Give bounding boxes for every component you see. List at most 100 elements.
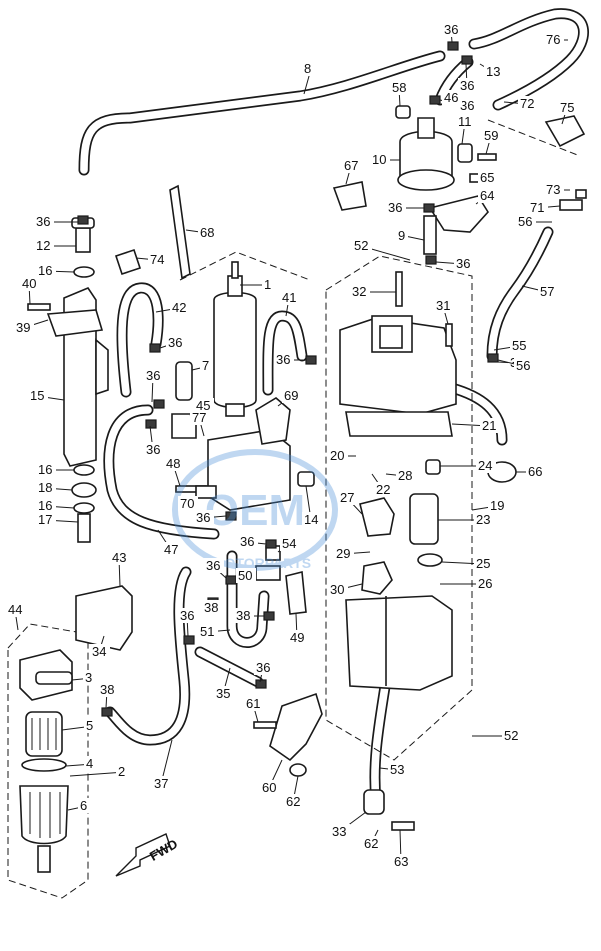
callout-bg-p36l [238, 534, 258, 549]
callout-bg-p43 [110, 550, 130, 565]
callout-bg-p23 [474, 512, 494, 527]
callout-bg-p10 [370, 152, 390, 167]
part-callout-p22: 22 [376, 482, 390, 497]
callout-bg-p19 [488, 498, 508, 513]
part-callout-p54: 54 [282, 536, 296, 551]
callout-bg-p77 [190, 410, 210, 425]
part-callout-p65: 65 [480, 170, 494, 185]
callout-bg-p34 [90, 644, 110, 659]
part-callout-p37: 37 [154, 776, 168, 791]
part-callout-p70: 70 [180, 496, 194, 511]
callout-bg-p58 [390, 80, 410, 95]
part-callout-p27: 27 [340, 490, 354, 505]
part-callout-p36d: 36 [460, 98, 474, 113]
callout-bg-p21 [480, 418, 500, 433]
callout-bg-p76 [544, 32, 564, 47]
part-callout-p15: 15 [30, 388, 44, 403]
part-callout-p40: 40 [22, 276, 36, 291]
callout-bg-p66 [526, 464, 546, 479]
callout-bg-p32 [350, 284, 370, 299]
part-callout-p74: 74 [150, 252, 164, 267]
part-callout-p36i: 36 [146, 442, 160, 457]
part-callout-p14: 14 [304, 512, 318, 527]
part-callout-p33: 33 [332, 824, 346, 839]
part-callout-p34: 34 [92, 644, 106, 659]
part-callout-p71: 71 [530, 200, 544, 215]
part-callout-p43: 43 [112, 550, 126, 565]
part-callout-p19: 19 [490, 498, 504, 513]
part-callout-p62a: 62 [286, 794, 300, 809]
callout-bg-p25 [474, 556, 494, 571]
part-callout-p36l: 36 [240, 534, 254, 549]
part-callout-p36h: 36 [146, 368, 160, 383]
part-callout-p44: 44 [8, 602, 22, 617]
part-callout-p24: 24 [478, 458, 492, 473]
callout-bg-p72 [518, 96, 538, 111]
callout-bg-p36h [144, 368, 164, 383]
leader-line-p9 [404, 235, 425, 241]
callout-bg-p36a [34, 214, 54, 229]
part-callout-p23: 23 [476, 512, 490, 527]
part-callout-p36o: 36 [256, 660, 270, 675]
hoses [78, 8, 589, 806]
part-callout-p8: 8 [304, 61, 311, 76]
part-callout-p59: 59 [484, 128, 498, 143]
part-callout-p77: 77 [192, 410, 206, 425]
callout-bg-p36o [254, 660, 274, 675]
callout-bg-p73 [544, 182, 564, 197]
part-callout-p10: 10 [372, 152, 386, 167]
part-callout-p53: 53 [390, 762, 404, 777]
callout-bg-p36n [178, 608, 198, 623]
part-callout-p75: 75 [560, 100, 574, 115]
callout-bg-p56a [514, 358, 534, 373]
callout-bg-p52b [502, 728, 522, 743]
part-callout-p36n: 36 [180, 608, 194, 623]
part-callout-p63: 63 [394, 854, 408, 869]
vapor-separator-assembly [339, 117, 517, 691]
callout-bg-p35 [214, 686, 234, 701]
callout-bg-p56b [516, 214, 536, 229]
part-callout-p26: 26 [478, 576, 492, 591]
callout-bg-p65 [478, 170, 498, 185]
callout-bg-p36g [166, 335, 186, 350]
callout-bg-p44 [6, 602, 26, 617]
part-callout-p50: 50 [238, 568, 252, 583]
fuel-filter-assembly [19, 649, 73, 873]
callout-bg-p48 [164, 456, 184, 471]
part-callout-p7: 7 [202, 358, 209, 373]
part-callout-p62b: 62 [364, 836, 378, 851]
leader-line-p2 [69, 771, 126, 777]
part-callout-p36k: 36 [196, 510, 210, 525]
part-callout-p16a: 16 [38, 263, 52, 278]
part-callout-p30: 30 [330, 582, 344, 597]
callout-bg-p13 [484, 64, 504, 79]
assembly-outlines [7, 119, 581, 899]
part-callout-p28: 28 [398, 468, 412, 483]
callout-bg-p36k [194, 510, 214, 525]
misc-brackets [75, 105, 587, 831]
part-callout-p55: 55 [512, 338, 526, 353]
part-callout-p20: 20 [330, 448, 344, 463]
part-callout-p21: 21 [482, 418, 496, 433]
part-callout-p38a: 38 [100, 682, 114, 697]
callout-bg-p9 [396, 228, 408, 243]
part-callout-p36a: 36 [36, 214, 50, 229]
callout-bg-p11 [456, 114, 476, 129]
callout-bg-p60 [260, 780, 280, 795]
part-callout-p68: 68 [200, 225, 214, 240]
part-callout-p46: 46 [444, 90, 458, 105]
callout-bg-p62a [284, 794, 304, 809]
callout-bg-p3 [83, 670, 95, 685]
part-callout-p36m: 36 [206, 558, 220, 573]
part-callout-p41: 41 [282, 290, 296, 305]
part-callout-p56a: 56 [516, 358, 530, 373]
callout-bg-p53 [388, 762, 408, 777]
part-callout-p32: 32 [352, 284, 366, 299]
callout-bg-p46 [442, 90, 462, 105]
callout-bg-p36i [144, 442, 164, 457]
callout-bg-p4 [84, 756, 96, 771]
callout-bg-p59 [482, 128, 502, 143]
part-callout-p16c: 16 [38, 498, 52, 513]
part-callout-p67: 67 [344, 158, 358, 173]
part-callout-p38b: 38 [204, 600, 218, 615]
